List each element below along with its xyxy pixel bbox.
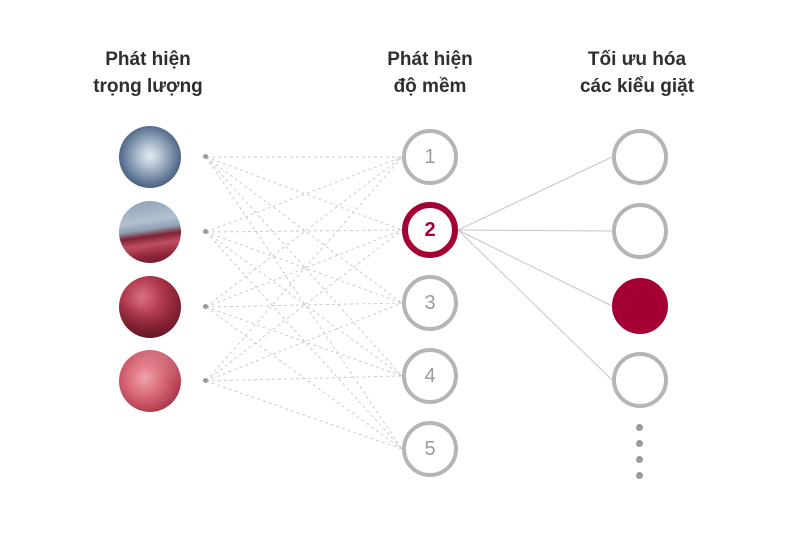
softness-node-4: 4	[402, 348, 458, 404]
laundry-image-fabric-light	[119, 350, 181, 412]
header-line: các kiểu giặt	[579, 76, 695, 97]
softness-node-label: 3	[424, 291, 436, 314]
header-line: độ mềm	[393, 76, 467, 97]
ellipsis-dot	[636, 472, 643, 479]
laundry-image-drum	[119, 126, 181, 188]
connector-dot	[203, 378, 208, 383]
header-line: Phát hiện	[105, 49, 191, 70]
header-line: Phát hiện	[387, 49, 473, 70]
column-header-wash-optimization: Tối ưu hóa các kiểu giặt	[527, 46, 747, 100]
softness-to-output-connections	[457, 156, 613, 381]
ellipsis-dot	[636, 424, 643, 431]
softness-node-label: 1	[424, 145, 436, 168]
column-header-weight-detection: Phát hiện trọng lượng	[38, 46, 258, 100]
ellipsis-dot	[636, 456, 643, 463]
softness-node-2: 2	[402, 202, 458, 258]
softness-node-5: 5	[402, 421, 458, 477]
laundry-image-drum-with-fabric	[119, 201, 181, 263]
softness-node-label: 2	[424, 218, 436, 241]
header-line: trọng lượng	[93, 76, 203, 97]
softness-node-1: 1	[402, 129, 458, 185]
output-node-1	[612, 129, 668, 185]
header-line: Tối ưu hóa	[587, 49, 687, 70]
ellipsis-dot	[636, 440, 643, 447]
softness-node-label: 5	[424, 437, 436, 460]
laundry-image-fabric-dark	[119, 276, 181, 338]
output-node-3	[612, 278, 668, 334]
softness-node-3: 3	[402, 275, 458, 331]
connector-dot	[203, 229, 208, 234]
connector-dot	[203, 154, 208, 159]
softness-node-label: 4	[424, 364, 436, 387]
input-to-softness-connections	[205, 156, 403, 450]
output-node-4	[612, 352, 668, 408]
connector-dot	[203, 304, 208, 309]
column-header-softness-detection: Phát hiện độ mềm	[320, 46, 540, 100]
output-node-2	[612, 203, 668, 259]
